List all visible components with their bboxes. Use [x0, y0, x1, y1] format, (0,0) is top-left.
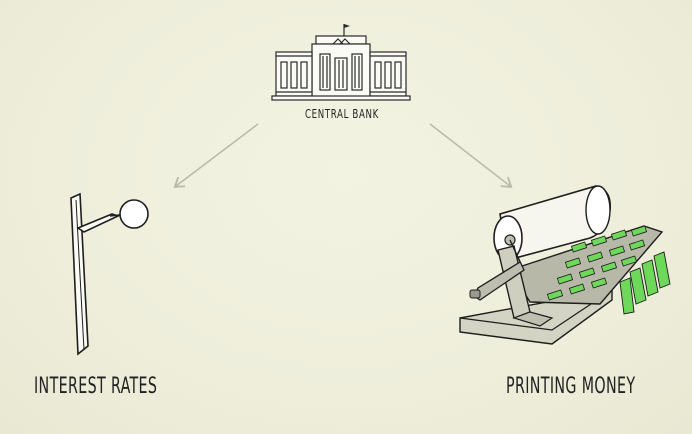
lever-icon: [70, 192, 149, 356]
central-bank-label: CENTRAL BANK: [305, 107, 379, 121]
arrow-to-interest-rates: [176, 123, 259, 186]
interest-rates-label: INTEREST RATES: [34, 374, 158, 399]
bank-building-icon: [271, 24, 411, 101]
arrow-to-printing-money: [429, 123, 510, 186]
printing-press-icon: [459, 185, 671, 345]
printing-money-label: PRINTING MONEY: [506, 374, 636, 399]
